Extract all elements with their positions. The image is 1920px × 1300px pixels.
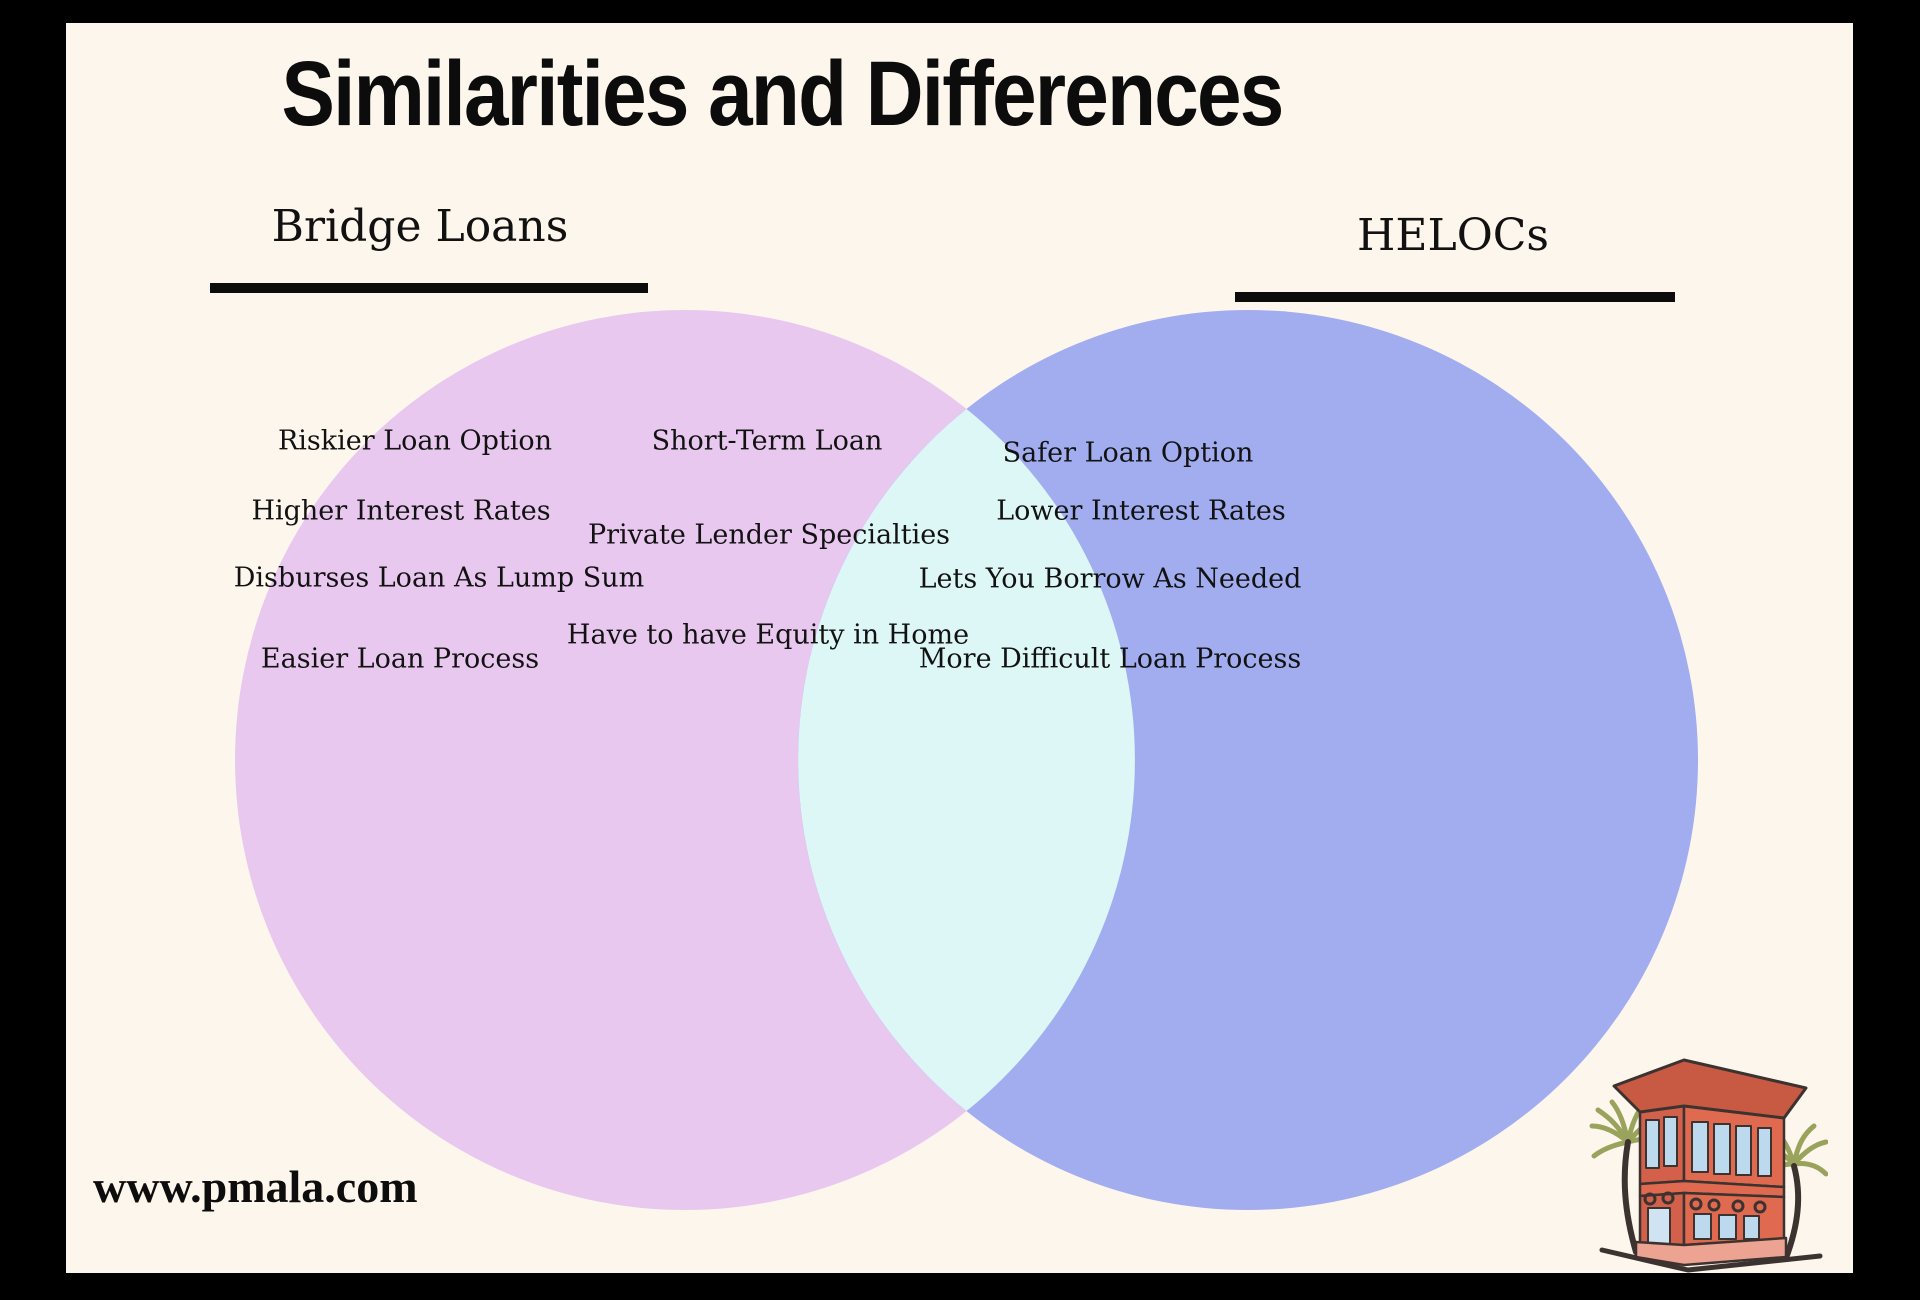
bridge-loans-heading: Bridge Loans [271,201,569,252]
website-url: www.pmala.com [93,1161,418,1212]
heloc-item-difficult-process: More Difficult Loan Process [918,643,1302,675]
house-icon [1612,1058,1808,1267]
shared-item-equity: Have to have Equity in Home [566,619,970,651]
bridge-loans-underline [210,283,648,293]
helocs-underline [1235,292,1675,302]
heloc-item-lower-interest: Lower Interest Rates [996,495,1286,527]
venn-overlap-lens [798,409,1135,1111]
bridge-item-riskier: Riskier Loan Option [277,425,553,457]
shared-item-short-term: Short-Term Loan [651,425,883,457]
palm-trunk [1783,1163,1802,1261]
heloc-item-borrow-as-needed: Lets You Borrow As Needed [918,563,1302,595]
bridge-item-lump-sum: Disburses Loan As Lump Sum [233,562,645,594]
page-title: Similarities and Differences [281,43,1284,145]
heloc-item-safer: Safer Loan Option [1002,437,1254,469]
building-illustration [1589,1058,1828,1273]
bridge-item-easier-process: Easier Loan Process [260,643,540,675]
ground-line [1599,1247,1823,1273]
shared-item-private-lender: Private Lender Specialties [587,519,951,551]
bridge-item-higher-interest: Higher Interest Rates [251,495,551,527]
helocs-heading: HELOCs [1356,210,1550,261]
palm-trunk [1621,1139,1639,1255]
